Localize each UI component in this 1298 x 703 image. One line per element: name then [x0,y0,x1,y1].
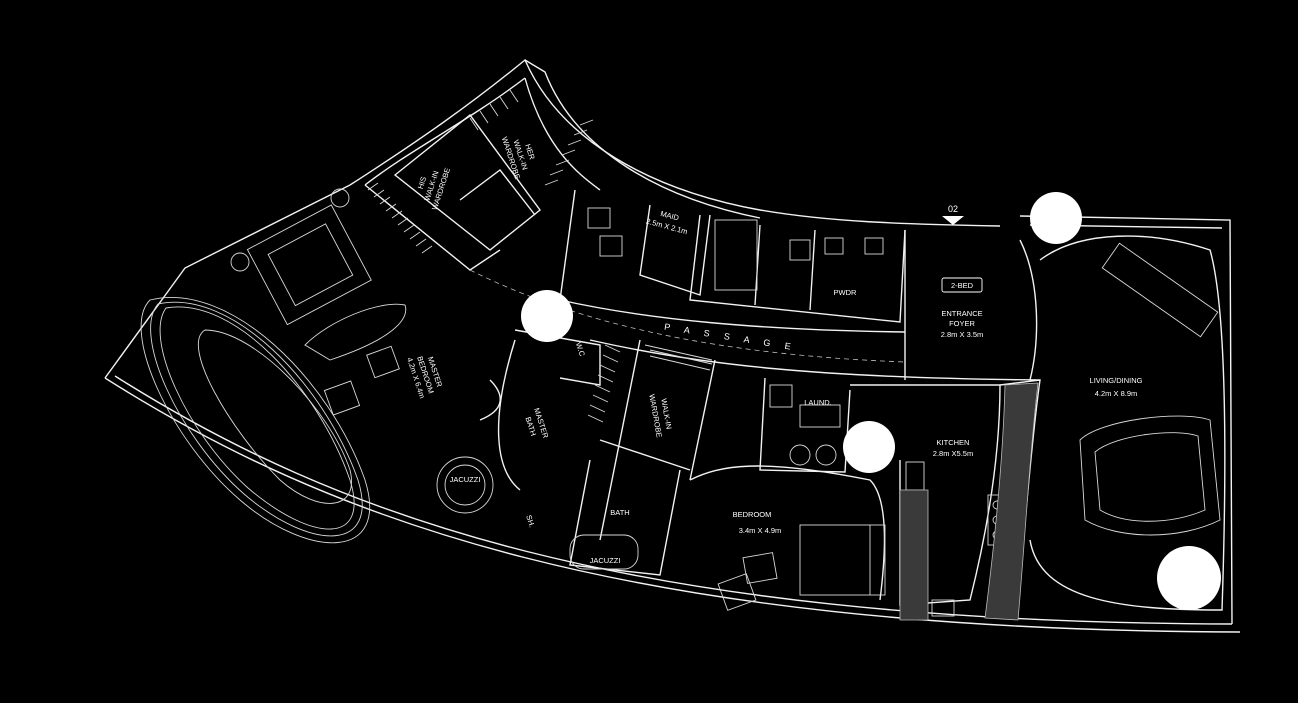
unit-tag: 02 [948,204,958,214]
bedroom-size: 3.4m X 4.9m [739,526,782,535]
living-label: LIVING/DINING [1090,376,1143,385]
wardrobe-hatching [367,89,713,423]
laund-label: LAUND. [804,398,832,407]
kitchen-size: 2.8m X5.5m [933,449,973,458]
entrance-size: 2.8m X 3.5m [941,330,984,339]
marker-circle [1157,546,1221,610]
unit-type-label: 2-BED [951,281,974,290]
his-wardrobe-label-1: HIS [416,175,428,190]
bedroom-label: BEDROOM [733,510,772,519]
interior-walls [364,77,1226,611]
marker-circle [521,290,573,342]
jacuzzi-1-label: JACUZZI [450,475,481,484]
entrance-label-2: FOYER [949,319,975,328]
entrance-marker-icon [942,216,964,225]
furniture [230,188,1221,617]
planter-strip [899,382,1039,621]
pwdr-label: PWDR [834,288,857,297]
kitchen-label: KITCHEN [937,438,970,447]
marker-circles [521,192,1221,610]
bath-label: BATH [610,508,629,517]
entrance-label-1: ENTRANCE [941,309,982,318]
marker-circle [1030,192,1082,244]
room-labels: HIS WALK-IN WARDROBE HER WALK-IN WARDROB… [405,136,1143,565]
passage-label: P A S S A G E [664,322,798,353]
marker-circle [843,421,895,473]
living-size: 4.2m X 8.9m [1095,389,1138,398]
jacuzzi-2-label: JACUZZI [590,556,621,565]
wc-label: W.C [574,341,587,358]
sh-label: SH. [524,514,536,529]
outer-walls [104,58,1241,633]
oval-pool [140,297,371,544]
unit-type-badge-box [941,277,983,293]
